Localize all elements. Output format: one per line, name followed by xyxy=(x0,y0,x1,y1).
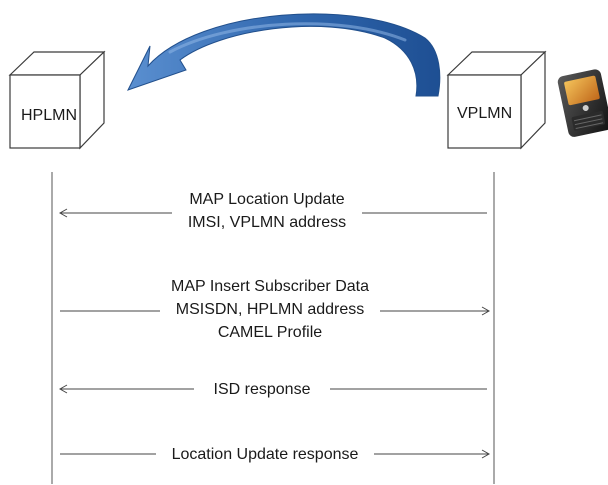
mobile-phone-icon xyxy=(557,69,608,137)
message-line: ISD response xyxy=(213,381,311,398)
message-line: MSISDN, HPLMN address xyxy=(175,301,365,318)
message-line: CAMEL Profile xyxy=(217,324,323,341)
message-line: MAP Location Update xyxy=(189,191,345,208)
message-line: IMSI, VPLMN address xyxy=(187,214,347,231)
vplmn-label: VPLMN xyxy=(457,105,513,122)
vplmn-node xyxy=(446,50,547,150)
roaming-curved-arrow-icon xyxy=(127,13,441,97)
message-label-location-update: MAP Location Update IMSI, VPLMN address xyxy=(172,188,362,234)
message-label-insert-subscriber-data: MAP Insert Subscriber Data MSISDN, HPLMN… xyxy=(160,275,380,344)
hplmn-label: HPLMN xyxy=(21,107,78,124)
message-line: Location Update response xyxy=(171,446,359,463)
hplmn-node xyxy=(8,50,106,150)
message-label-isd-response: ISD response xyxy=(194,378,330,401)
message-label-location-update-response: Location Update response xyxy=(156,443,374,466)
message-line: MAP Insert Subscriber Data xyxy=(170,278,369,295)
